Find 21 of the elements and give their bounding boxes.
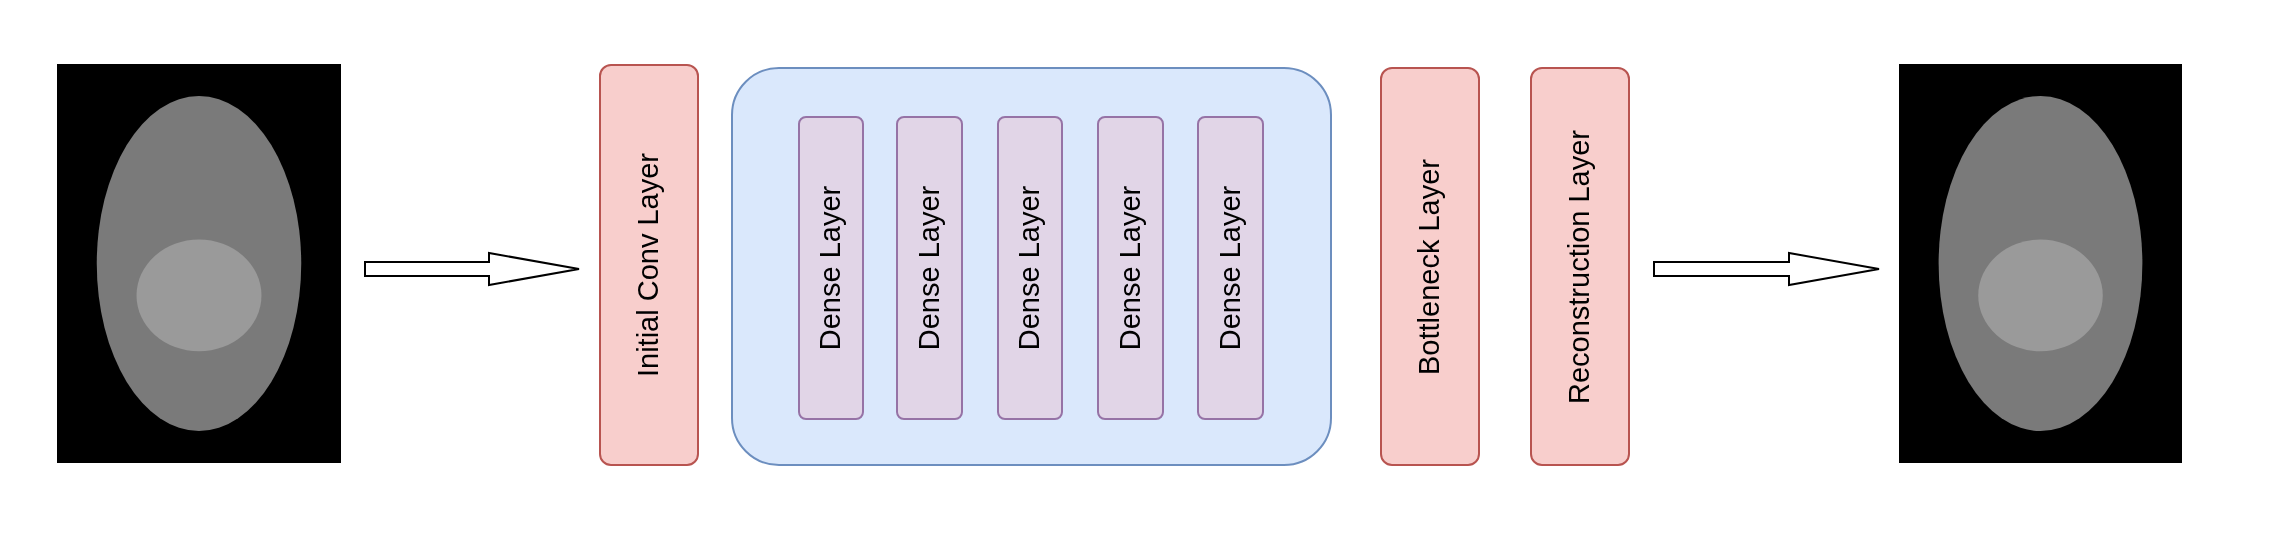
layer-label: Dense Layer	[911, 185, 946, 351]
layer-label: Bottleneck Layer	[1412, 158, 1447, 375]
dense-layer-box	[798, 116, 864, 420]
layer-box	[599, 64, 699, 466]
layer-label: Dense Layer	[1112, 185, 1147, 351]
dense-layer-box	[1197, 116, 1264, 420]
layer-box	[1380, 67, 1480, 466]
photo-placeholder	[1899, 64, 2182, 463]
layer-label: Initial Conv Layer	[631, 152, 666, 378]
dense-layer-box	[1097, 116, 1164, 420]
layer-label: Reconstruction Layer	[1562, 129, 1597, 404]
layer-label: Dense Layer	[1012, 185, 1047, 351]
dense-layer-box	[997, 116, 1063, 420]
dense-layer-box	[896, 116, 963, 420]
layer-label: Dense Layer	[1212, 185, 1247, 351]
layer-label: Dense Layer	[813, 185, 848, 351]
layer-box	[1530, 67, 1630, 466]
photo-placeholder	[57, 64, 341, 463]
arrow	[364, 251, 580, 287]
group-container	[731, 67, 1332, 466]
arrow	[1653, 251, 1880, 287]
